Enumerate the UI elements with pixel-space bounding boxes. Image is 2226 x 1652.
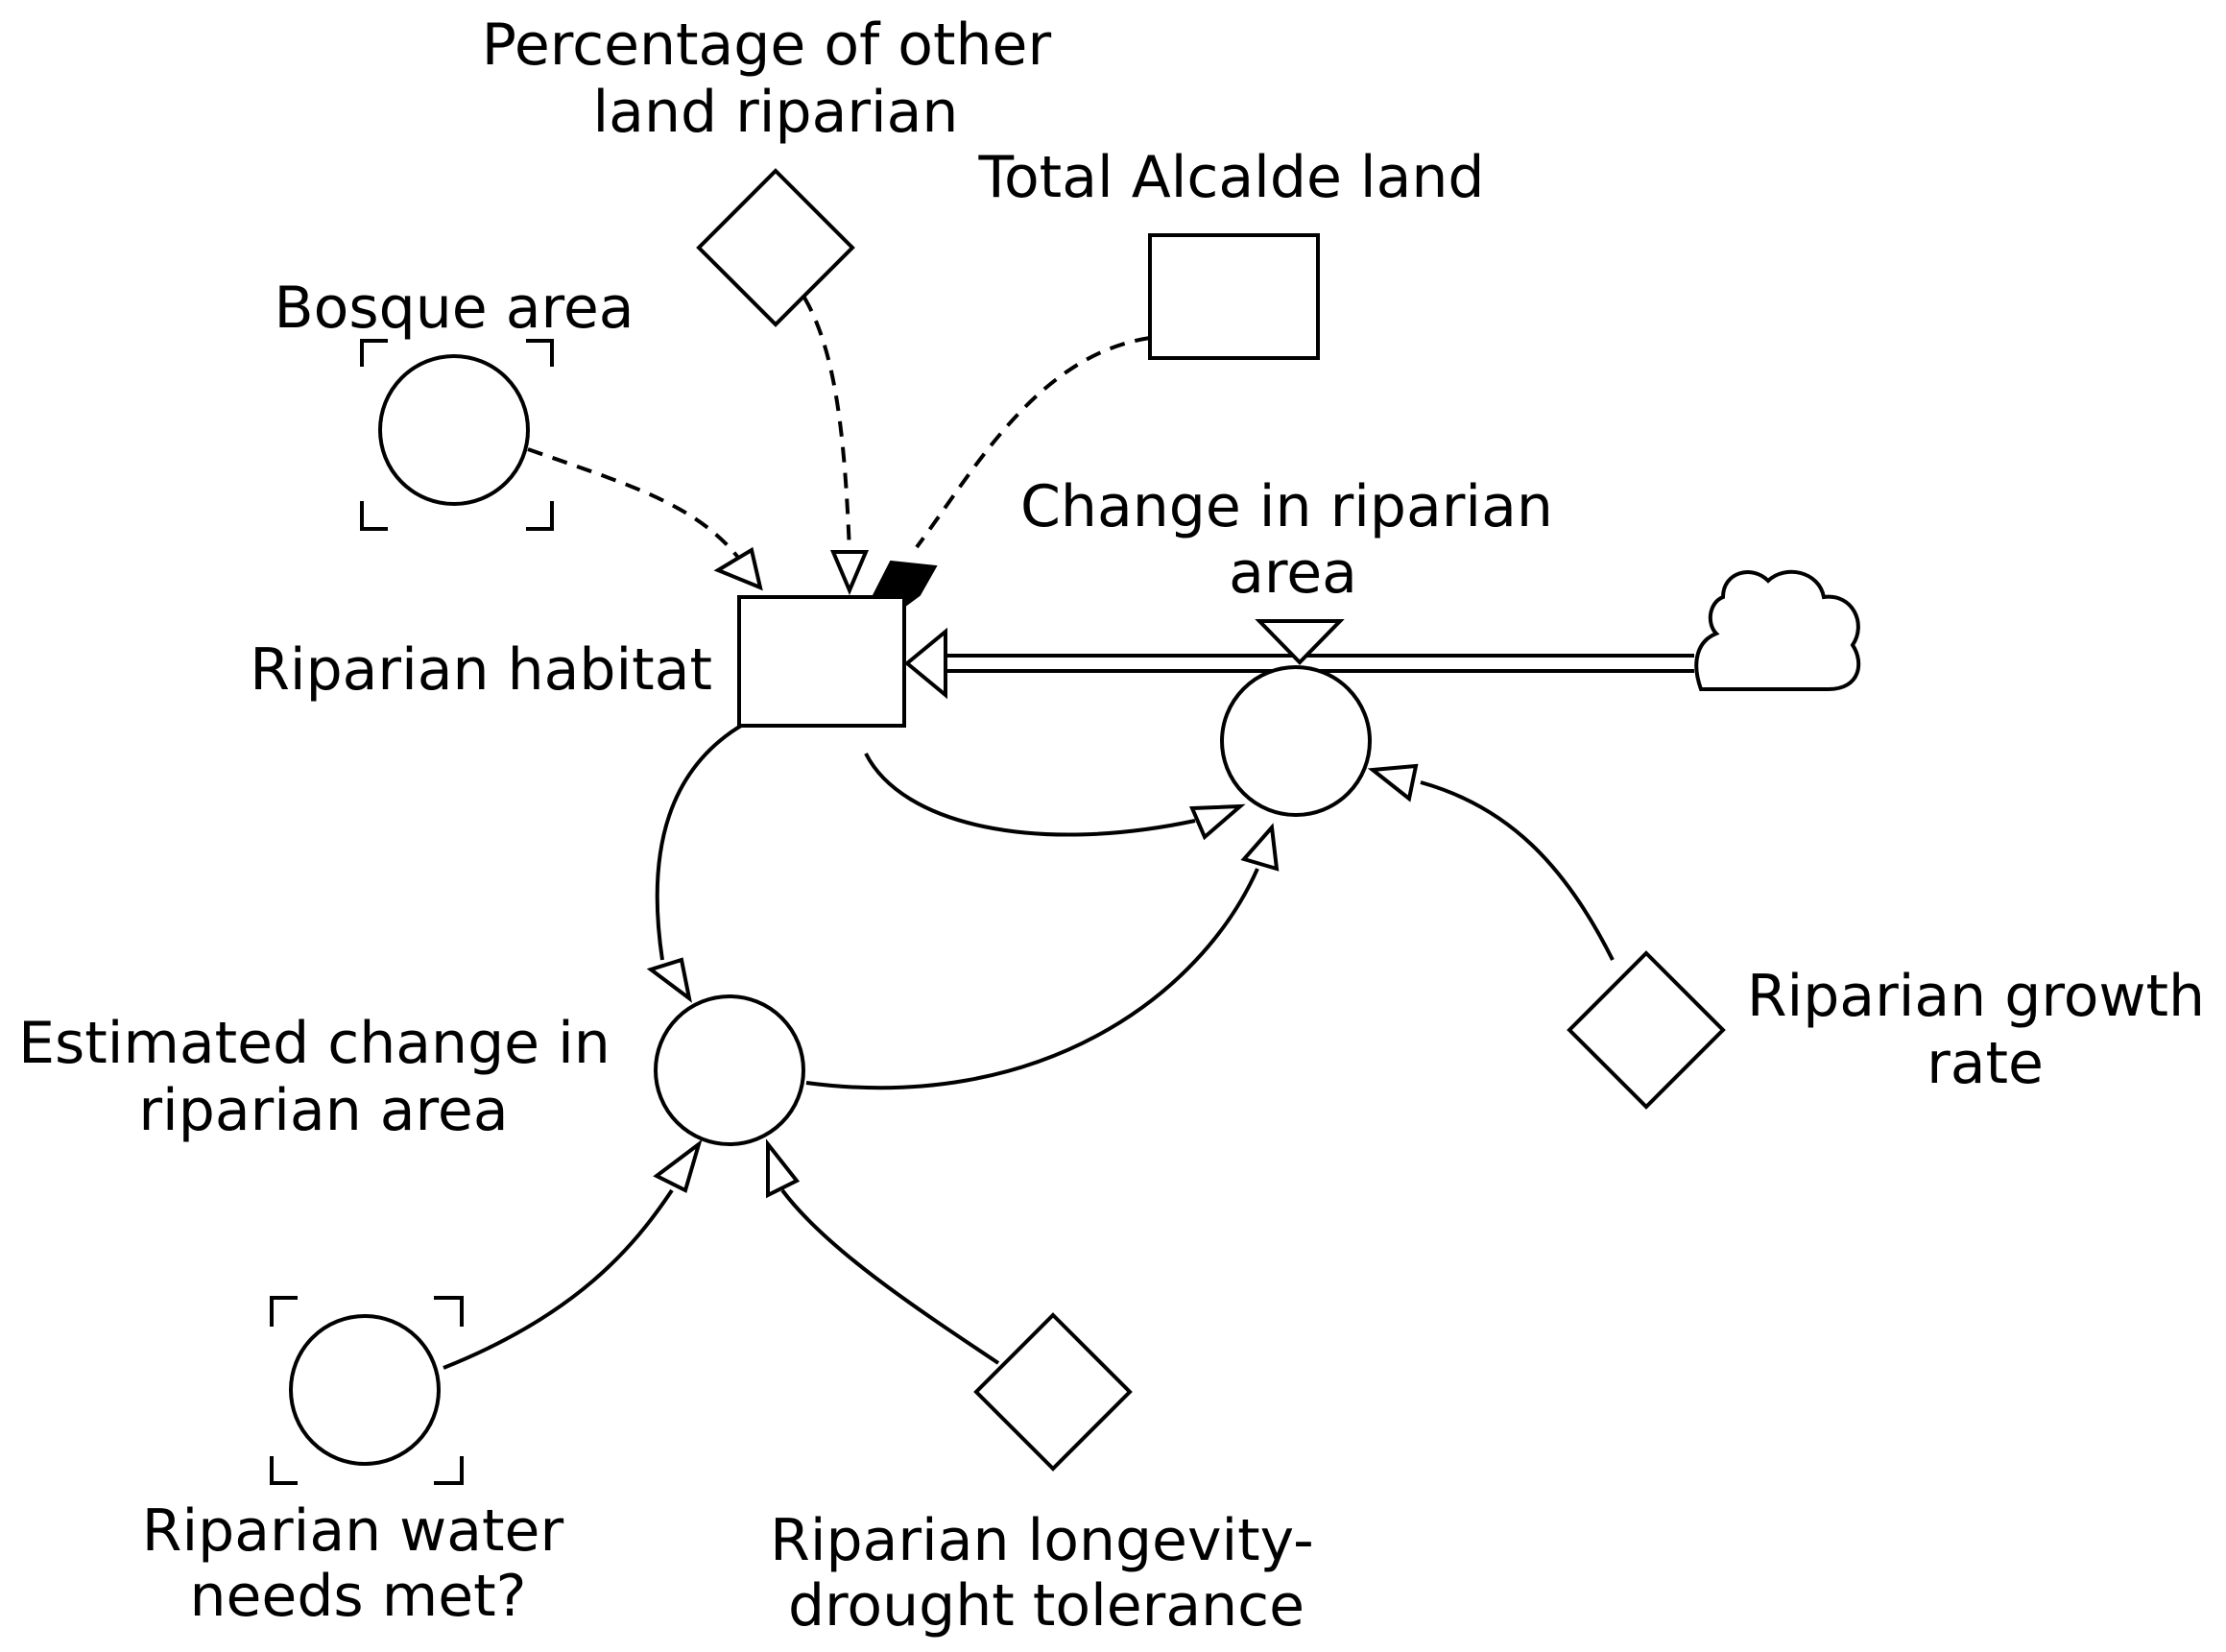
ghost-riparian-water-needs[interactable] xyxy=(270,1296,464,1485)
link-water-to-estimated[interactable] xyxy=(443,1188,674,1370)
label-riparian-habitat: Riparian habitat xyxy=(250,636,712,704)
label-total-alcalde-land: Total Alcalde land xyxy=(978,144,1485,211)
label-riparian-longevity: Riparian longevity- drought tolerance xyxy=(770,1507,1332,1640)
link-arrowhead xyxy=(766,1138,801,1199)
link-arrowhead xyxy=(829,550,870,596)
link-arrowhead xyxy=(653,1138,703,1193)
link-arrowhead xyxy=(1367,763,1419,802)
link-longevity-to-estimated[interactable] xyxy=(780,1188,1000,1365)
link-totalland-to-habitat[interactable] xyxy=(915,336,1151,549)
flow-arrowhead xyxy=(903,627,947,700)
flow-change-in-riparian-area[interactable] xyxy=(1220,665,1372,817)
link-arrowhead xyxy=(1189,803,1246,841)
constant-riparian-growth-rate[interactable] xyxy=(1567,950,1726,1110)
link-growth-to-change[interactable] xyxy=(1420,780,1615,961)
label-riparian-water-needs: Riparian water needs met? xyxy=(142,1497,582,1630)
stock-riparian-habitat[interactable] xyxy=(737,595,906,728)
link-arrowhead xyxy=(646,957,692,1003)
label-change-in-riparian-area: Change in riparian area xyxy=(1020,473,1571,607)
link-estimated-to-change[interactable] xyxy=(805,868,1259,1090)
converter-estimated-change[interactable] xyxy=(654,994,805,1146)
label-riparian-growth-rate: Riparian growth rate xyxy=(1747,963,2223,1097)
label-estimated-change: Estimated change in riparian area xyxy=(18,1010,629,1144)
ghost-bosque-area[interactable] xyxy=(360,339,554,531)
link-arrowhead xyxy=(713,546,763,591)
constant-riparian-longevity[interactable] xyxy=(973,1312,1133,1472)
link-arrowhead xyxy=(1240,823,1280,872)
stock-total-alcalde-land[interactable] xyxy=(1148,233,1320,360)
link-bosque-to-habitat[interactable] xyxy=(527,447,741,561)
link-habitat-to-estimated[interactable] xyxy=(655,724,743,961)
label-percentage-other-land: Percentage of other land riparian xyxy=(482,12,1069,146)
link-habitat-to-change[interactable] xyxy=(864,753,1196,837)
label-bosque-area: Bosque area xyxy=(274,275,634,342)
link-percentage-to-habitat[interactable] xyxy=(802,296,851,553)
cloud-source-icon xyxy=(1694,569,1861,691)
constant-percentage-other-land[interactable] xyxy=(696,168,855,327)
flow-valve-icon[interactable] xyxy=(1255,619,1345,665)
